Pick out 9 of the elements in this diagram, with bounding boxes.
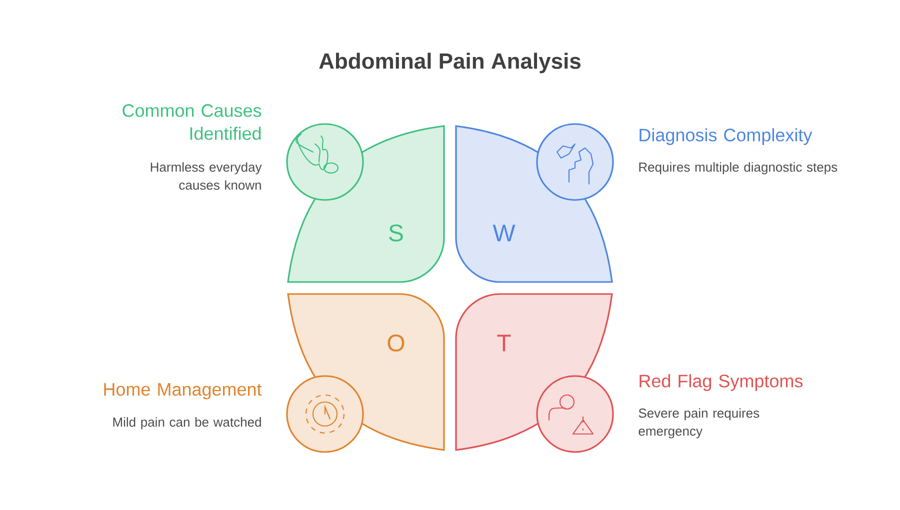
heading: Diagnosis Complexity xyxy=(640,128,812,145)
description: Severe pain requires emergency xyxy=(638,408,760,438)
description: Harmless everyday causes known xyxy=(150,162,262,190)
description: Mild pain can be watched xyxy=(113,417,261,430)
heading: Home Management xyxy=(104,383,262,400)
description: Requires multiple diagnostic steps xyxy=(639,162,838,174)
heading: Red Flag Symptoms xyxy=(640,374,803,391)
title: Abdominal Pain Analysis xyxy=(319,52,581,74)
heading: Common Causes Identified xyxy=(122,104,262,140)
